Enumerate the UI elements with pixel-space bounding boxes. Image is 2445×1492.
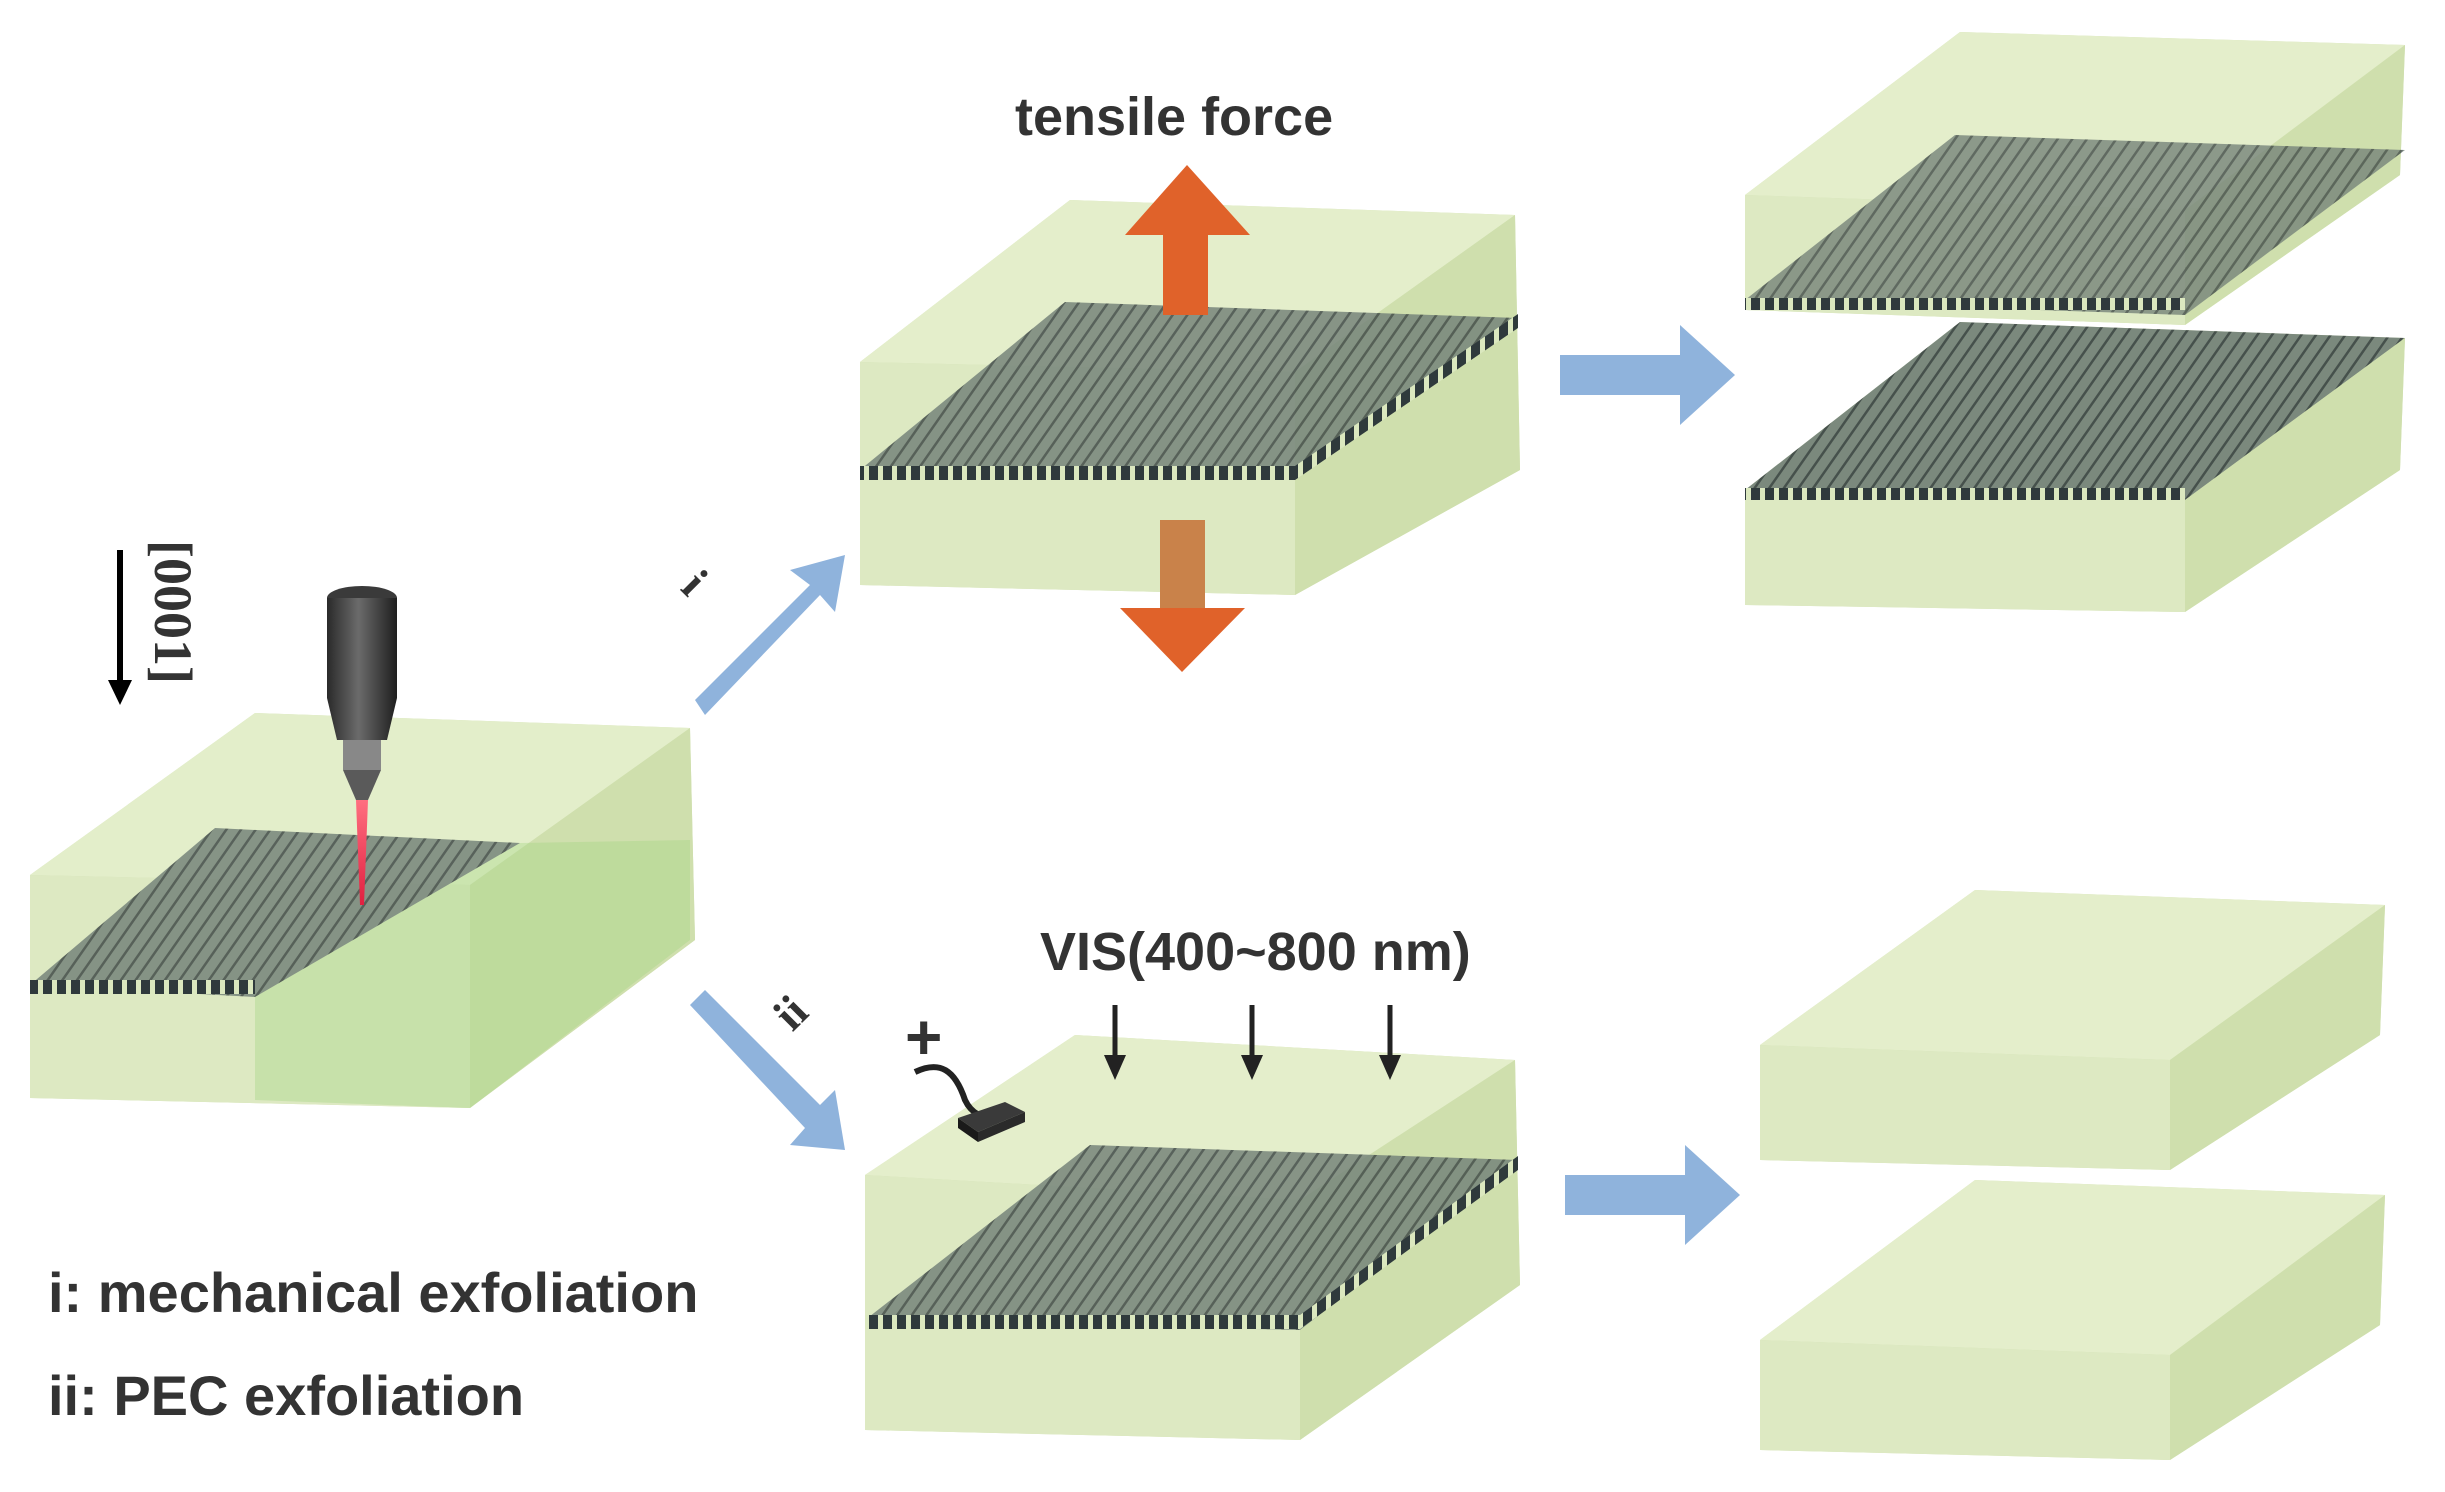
- embedded-layer-plane: [30, 828, 520, 997]
- separated-bottom-piece: [1745, 322, 2405, 612]
- separated-top-piece: [1745, 32, 2405, 325]
- legend-item-ii: ii: PEC exfoliation: [48, 1364, 525, 1427]
- vis-light-label: VIS(400~800 nm): [1040, 922, 1471, 982]
- electrode-sign-label: +: [905, 1001, 943, 1073]
- pec-separated-top-piece: [1760, 890, 2385, 1170]
- pec-block: [865, 1035, 1520, 1440]
- light-arrows: [1104, 1005, 1401, 1080]
- tensile-force-up-arrow: [1125, 165, 1250, 315]
- initial-crystal-block: [30, 713, 695, 1108]
- route-ii-arrow: [690, 990, 845, 1150]
- route-ii-result-arrow: [1565, 1145, 1740, 1245]
- embedded-layer-edge: [30, 980, 255, 994]
- route-i-arrow: [695, 555, 845, 715]
- laser-objective-icon: [327, 586, 397, 800]
- direction-label: [0001]: [143, 540, 203, 684]
- tensile-force-down-arrow: [1120, 520, 1245, 672]
- pec-separated-bottom-piece: [1760, 1180, 2385, 1460]
- tensile-block: [860, 200, 1520, 595]
- legend-item-i: i: mechanical exfoliation: [48, 1261, 699, 1324]
- direction-arrow: [108, 550, 132, 705]
- laser-beam: [356, 800, 368, 905]
- route-i-result-arrow: [1560, 325, 1735, 425]
- electrode-icon: [913, 1064, 1025, 1142]
- tensile-force-label: tensile force: [1015, 87, 1334, 147]
